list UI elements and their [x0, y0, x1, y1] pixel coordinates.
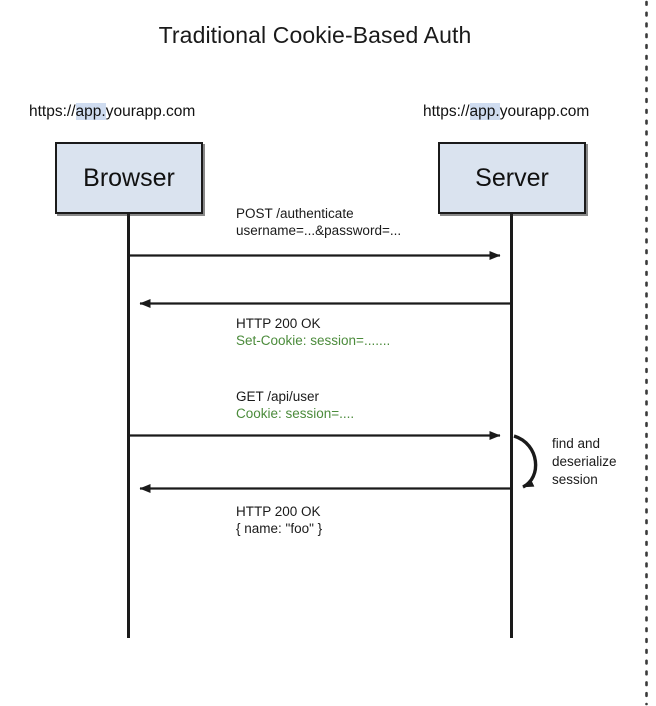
self-loop-note-line-3: session	[552, 472, 598, 487]
page-title: Traditional Cookie-Based Auth	[158, 22, 472, 48]
message-line-1: HTTP 200 OK	[236, 316, 321, 331]
actor-box-browser[interactable]: Browser	[55, 142, 203, 214]
actor-label-server: Server	[475, 163, 549, 192]
actor-box-server[interactable]: Server	[438, 142, 586, 214]
self-loop-note: find and deserialize session	[552, 435, 617, 489]
url-prefix: https://	[29, 103, 76, 120]
message-label-3: GET /api/user Cookie: session=....	[236, 388, 354, 422]
message-label-2: HTTP 200 OK Set-Cookie: session=.......	[236, 315, 390, 349]
url-suffix: yourapp.com	[105, 103, 196, 120]
self-loop-note-line-1: find and	[552, 436, 601, 451]
url-prefix: https://	[423, 103, 470, 120]
self-loop-arc	[513, 434, 538, 489]
url-suffix: yourapp.com	[499, 103, 590, 120]
message-line-2: Cookie: session=....	[236, 406, 355, 421]
message-line-1: GET /api/user	[236, 389, 320, 404]
actor-label-browser: Browser	[83, 163, 175, 192]
url-highlight: app.	[469, 103, 500, 120]
message-line-2: Set-Cookie: session=.......	[236, 333, 391, 348]
message-line-1: HTTP 200 OK	[236, 504, 321, 519]
url-caption-server: https://app.yourapp.com	[423, 103, 589, 121]
url-highlight: app.	[75, 103, 106, 120]
message-line-1: POST /authenticate	[236, 206, 354, 221]
url-caption-browser: https://app.yourapp.com	[29, 103, 195, 121]
message-label-1: POST /authenticate username=...&password…	[236, 205, 401, 239]
message-line-2: username=...&password=...	[236, 223, 402, 238]
self-loop-note-line-2: deserialize	[552, 454, 617, 469]
message-line-2: { name: "foo" }	[236, 521, 323, 536]
message-label-4: HTTP 200 OK { name: "foo" }	[236, 503, 322, 537]
